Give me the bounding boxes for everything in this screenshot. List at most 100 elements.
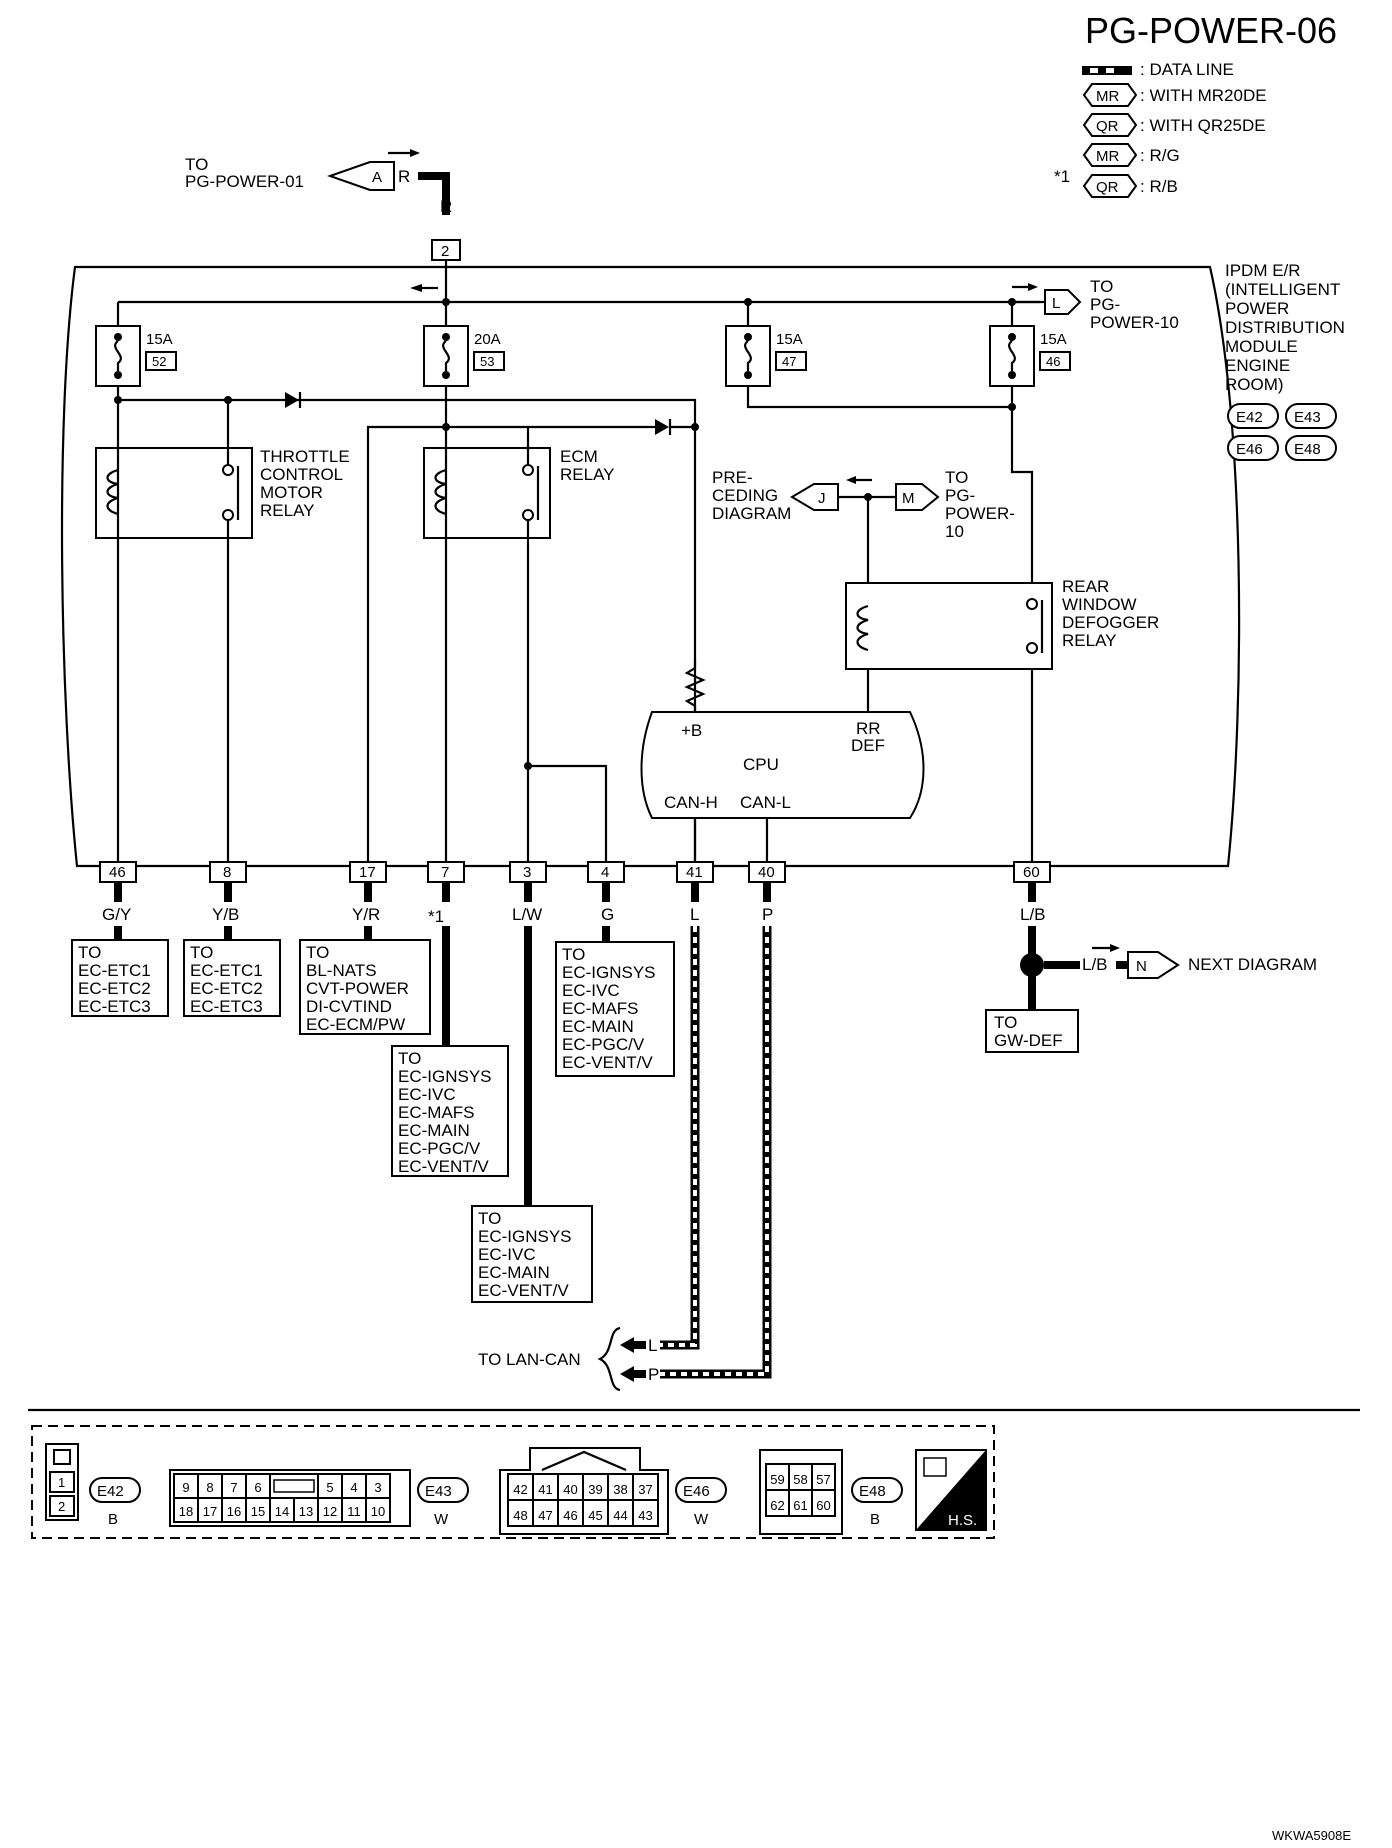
pin-number: 39 xyxy=(588,1482,602,1497)
rear-defogger-relay: REAR WINDOW DEFOGGER RELAY xyxy=(845,577,1159,670)
pin-number: 47 xyxy=(538,1508,552,1523)
svg-text:2: 2 xyxy=(58,1499,65,1514)
can-l-line xyxy=(660,926,772,1379)
svg-text:THROTTLE: THROTTLE xyxy=(260,447,350,466)
connector-n xyxy=(1127,951,1180,979)
pin-number: 14 xyxy=(275,1504,289,1519)
svg-text:TO: TO xyxy=(562,945,585,964)
svg-text:CAN-L: CAN-L xyxy=(740,793,791,812)
svg-text:TO: TO xyxy=(994,1013,1017,1032)
svg-text:41: 41 xyxy=(686,864,703,881)
svg-text:R: R xyxy=(398,167,410,186)
fuse-53: 20A 53 xyxy=(423,325,505,387)
pin-number: 57 xyxy=(816,1472,830,1487)
pin-number: 44 xyxy=(613,1508,627,1523)
dest-t8: TO EC-ETC1 EC-ETC2 EC-ETC3 xyxy=(183,939,281,1017)
svg-text:EC-VENT/V: EC-VENT/V xyxy=(398,1157,489,1176)
svg-text:RELAY: RELAY xyxy=(1062,631,1117,650)
svg-text:RR: RR xyxy=(856,719,881,738)
terminals: 46 G/Y 8 Y/B 17 Y/R 7 *1 3 L/W 4 G xyxy=(99,861,1051,926)
pin-number: 62 xyxy=(770,1498,784,1513)
svg-text:N: N xyxy=(1136,958,1147,975)
svg-text:POWER: POWER xyxy=(1225,299,1289,318)
pin-number: 5 xyxy=(326,1480,333,1495)
svg-text:PG-POWER-01: PG-POWER-01 xyxy=(185,172,304,191)
svg-text:MODULE: MODULE xyxy=(1225,337,1298,356)
svg-text:TO: TO xyxy=(398,1049,421,1068)
svg-text:W: W xyxy=(434,1511,449,1528)
legend-mr: : WITH MR20DE xyxy=(1140,86,1267,105)
svg-text:MR: MR xyxy=(1096,148,1119,165)
svg-text:RELAY: RELAY xyxy=(260,501,315,520)
svg-text:BL-NATS: BL-NATS xyxy=(306,961,377,980)
pin-number: 15 xyxy=(251,1504,265,1519)
svg-text:Y/B: Y/B xyxy=(212,905,239,924)
terminal-17: 17 Y/R xyxy=(349,861,387,924)
svg-text:4: 4 xyxy=(601,864,609,881)
svg-text:EC-ETC1: EC-ETC1 xyxy=(78,961,151,980)
terminal-60: 60 L/B xyxy=(1013,861,1051,924)
svg-text:PG-: PG- xyxy=(1090,295,1120,314)
figure-code: WKWA5908E xyxy=(1272,1828,1351,1843)
svg-text:47: 47 xyxy=(782,354,796,369)
ecm-relay: ECM RELAY xyxy=(423,427,615,866)
svg-text:EC-ETC2: EC-ETC2 xyxy=(78,979,151,998)
svg-text:MR: MR xyxy=(1096,88,1119,105)
dest-t46: TO EC-ETC1 EC-ETC2 EC-ETC3 xyxy=(71,939,169,1017)
svg-text:IPDM E/R: IPDM E/R xyxy=(1225,261,1301,280)
svg-text:L: L xyxy=(690,905,699,924)
connector-j xyxy=(790,483,839,511)
dest-t17: TO BL-NATS CVT-POWER DI-CVTIND EC-ECM/PW xyxy=(299,939,431,1035)
pin-number: 46 xyxy=(563,1508,577,1523)
svg-text:GW-DEF: GW-DEF xyxy=(994,1031,1063,1050)
svg-text:CONTROL: CONTROL xyxy=(260,465,343,484)
svg-text:L/B: L/B xyxy=(1020,905,1046,924)
svg-text:46: 46 xyxy=(109,864,126,881)
internal-wiring xyxy=(114,386,1034,866)
link-a: TO PG-POWER-01 A R R 2 xyxy=(185,149,461,261)
fuse-52: 15A 52 xyxy=(95,325,177,387)
svg-text:A: A xyxy=(372,169,382,186)
svg-text:10: 10 xyxy=(945,522,964,541)
pin-number: 40 xyxy=(563,1482,577,1497)
pin-cell xyxy=(532,1499,559,1527)
svg-text:46: 46 xyxy=(1046,354,1060,369)
pin-number: 41 xyxy=(538,1482,552,1497)
connector-l xyxy=(1044,289,1082,315)
svg-text:15A: 15A xyxy=(776,331,803,348)
svg-text:15A: 15A xyxy=(1040,331,1067,348)
svg-text:15A: 15A xyxy=(146,331,173,348)
pin-number: 16 xyxy=(227,1504,241,1519)
pin-number: 43 xyxy=(638,1508,652,1523)
svg-text:POWER-: POWER- xyxy=(945,504,1015,523)
pin-number: 17 xyxy=(203,1504,217,1519)
svg-text:L: L xyxy=(648,1336,657,1355)
terminal-46: 46 G/Y xyxy=(99,861,137,924)
svg-text:EC-IVC: EC-IVC xyxy=(398,1085,456,1104)
svg-text:J: J xyxy=(818,490,826,507)
pin-number: 10 xyxy=(371,1504,385,1519)
svg-text:17: 17 xyxy=(359,864,376,881)
pin-cell xyxy=(811,1489,836,1517)
svg-text:E48: E48 xyxy=(859,1483,886,1500)
pin-number: 42 xyxy=(513,1482,527,1497)
svg-text:*1: *1 xyxy=(428,907,444,926)
svg-text:EC-IVC: EC-IVC xyxy=(562,981,620,1000)
svg-text:CEDING: CEDING xyxy=(712,486,778,505)
svg-text:PG-: PG- xyxy=(945,486,975,505)
svg-text:DI-CVTIND: DI-CVTIND xyxy=(306,997,392,1016)
svg-text:7: 7 xyxy=(441,864,449,881)
svg-text:PRE-: PRE- xyxy=(712,468,753,487)
dest-t7: TO EC-IGNSYS EC-IVC EC-MAFS EC-MAIN EC-P… xyxy=(391,1045,509,1177)
svg-text:TO: TO xyxy=(190,943,213,962)
dest-t4: TO EC-IGNSYS EC-IVC EC-MAFS EC-MAIN EC-P… xyxy=(555,941,675,1077)
svg-text:EC-IGNSYS: EC-IGNSYS xyxy=(562,963,656,982)
svg-text:DEFOGGER: DEFOGGER xyxy=(1062,613,1159,632)
splice-point xyxy=(1020,953,1044,977)
pin-number: 18 xyxy=(179,1504,193,1519)
pin-number: 48 xyxy=(513,1508,527,1523)
